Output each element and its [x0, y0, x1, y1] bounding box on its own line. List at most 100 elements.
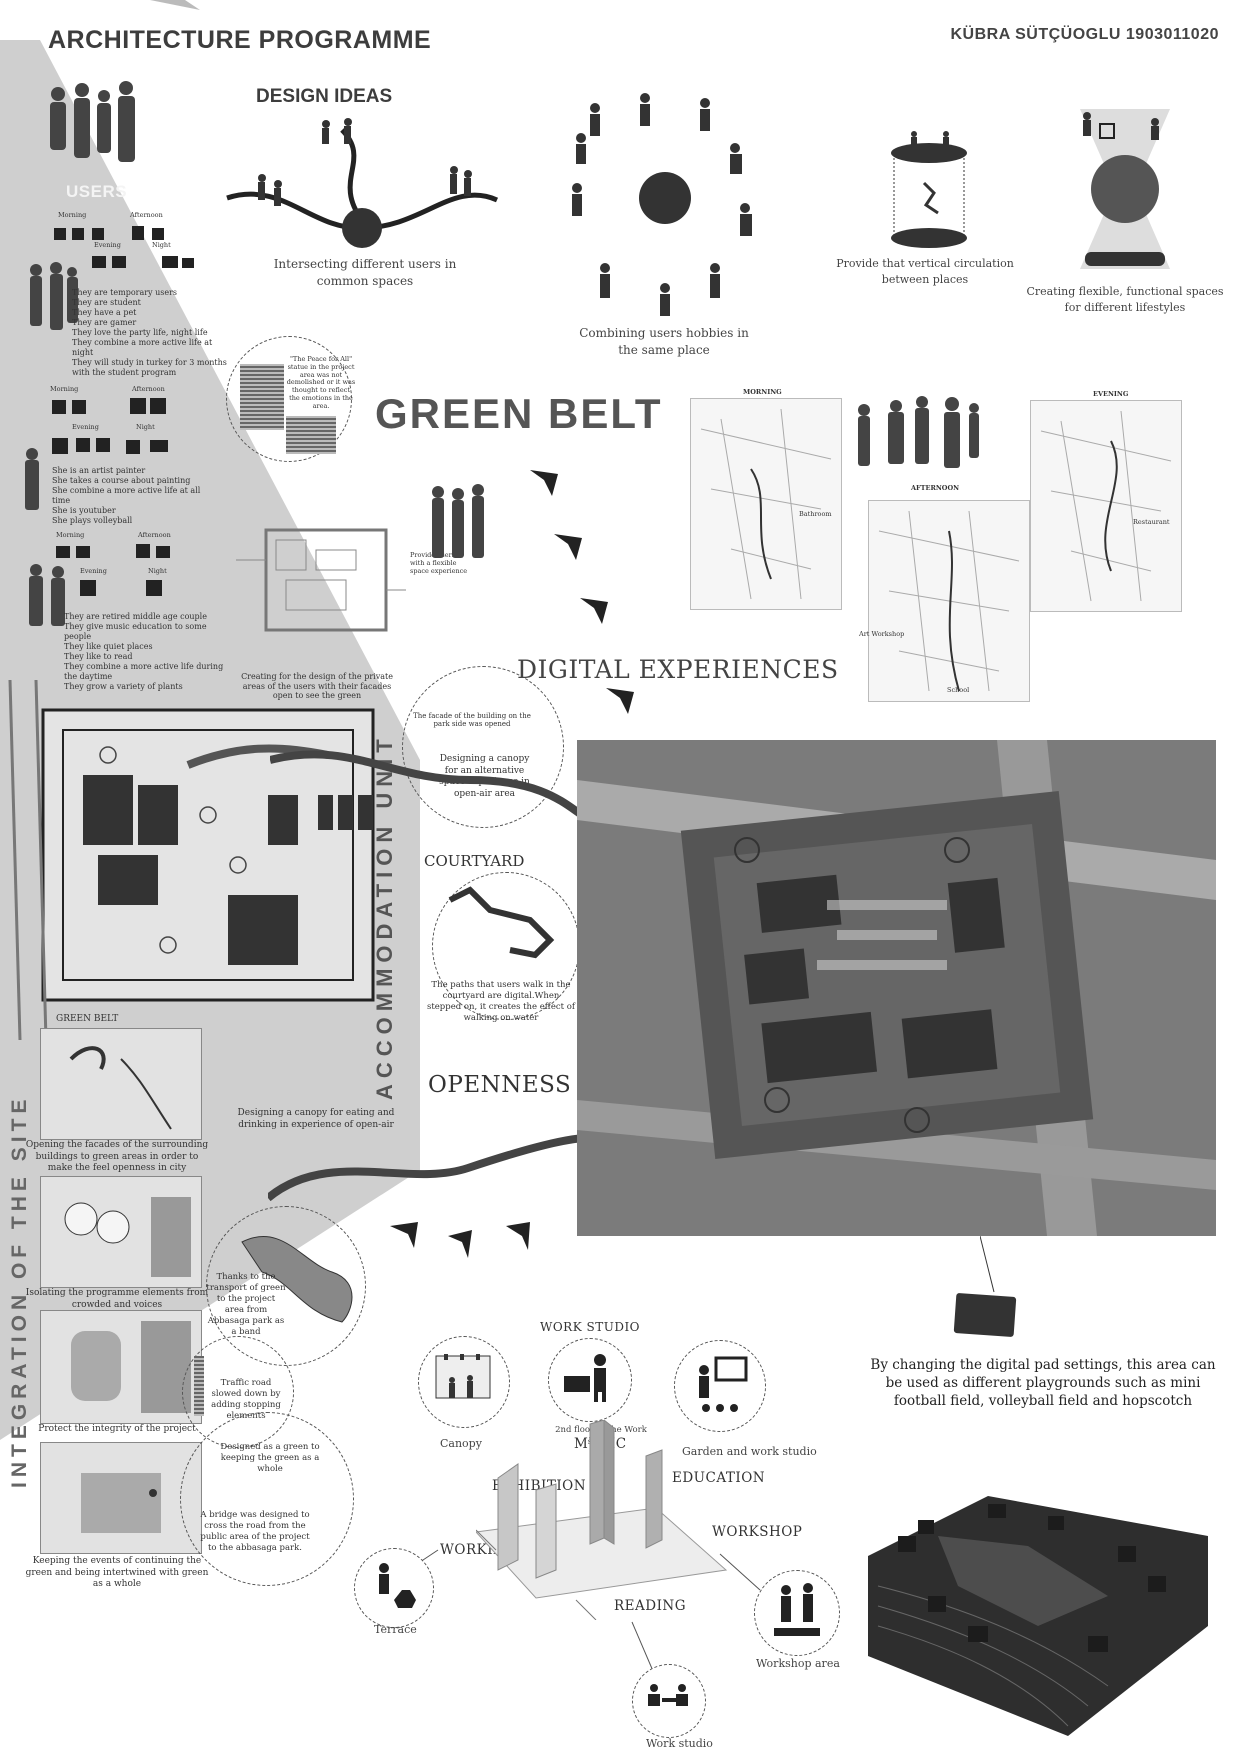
terrace-icon-circle	[354, 1548, 434, 1628]
digital-pad-icon	[953, 1293, 1017, 1337]
green-transport-note: Thanks to the transport of green to the …	[206, 1272, 286, 1338]
users-group1-description: They are temporary users They are studen…	[72, 288, 227, 377]
work-studio-label: Work studio	[646, 1737, 713, 1750]
morning-map-title: MORNING	[743, 388, 782, 396]
afternoon-route-map: AFTERNOON Art Workshop School	[859, 484, 1030, 702]
group3-silhouettes-icon	[29, 564, 65, 626]
design-ideas-heading: DESIGN IDEAS	[256, 86, 393, 107]
time-afternoon: Afternoon	[132, 385, 165, 393]
road-lines	[8, 680, 48, 1040]
flexible-spaces-diagram	[1080, 109, 1170, 269]
digital-courtyard-map	[577, 740, 1216, 1236]
site-step-2-caption: Isolating the programme elements from cr…	[25, 1288, 209, 1310]
activities-icons-1	[54, 226, 194, 268]
3d-site-model	[868, 1496, 1208, 1736]
digital-experiences-heading: DIGITAL EXPERIENCES	[517, 655, 839, 684]
piano-icon	[564, 1354, 606, 1402]
statue-photo-2	[286, 416, 336, 454]
canopy-eating-note: Designing a canopy for eating and drinki…	[237, 1108, 395, 1130]
label-restaurant: Restaurant	[1133, 518, 1170, 526]
water-path-upper	[270, 750, 590, 824]
idea-hobbies-caption: Combining users hobbies in the same plac…	[579, 326, 749, 358]
site-step-1-caption: Opening the facades of the surrounding b…	[25, 1140, 209, 1174]
site-step-1-map	[40, 1028, 202, 1140]
evening-route-map: EVENING Restaurant	[1030, 390, 1182, 612]
label-art-workshop: Art Workshop	[859, 630, 905, 638]
chevron-arrows-icon	[530, 470, 634, 714]
garden-work-label: Garden and work studio	[682, 1445, 817, 1458]
traffic-hatch	[194, 1356, 204, 1416]
hobbies-ring-diagram	[572, 93, 752, 316]
workshop-area-label: Workshop area	[756, 1657, 840, 1670]
time-night: Night	[148, 567, 167, 575]
accommodation-site-sketch	[236, 528, 406, 632]
painting-workshop-icon	[774, 1583, 820, 1636]
site-step-2-map	[40, 1176, 202, 1288]
idea-vertical-caption: Provide that vertical circulation betwee…	[836, 257, 1014, 286]
canopy-detail-circle	[402, 666, 564, 828]
facade-opened-note: The facade of the building on the park s…	[413, 712, 531, 729]
evening-map-title: EVENING	[1093, 390, 1129, 398]
afternoon-map-title: AFTERNOON	[911, 484, 960, 492]
bridge-note: A bridge was designed to cross the road …	[200, 1510, 310, 1554]
teaching-icon	[699, 1356, 748, 1412]
statue-note: "The Peace for All" statue in the projec…	[286, 355, 356, 410]
site-plan-drawing	[41, 708, 375, 1002]
programme-connector-lines	[413, 1549, 761, 1679]
green-belt-heading: GREEN BELT	[375, 390, 663, 437]
education-icon-circle	[674, 1340, 766, 1432]
route-silhouettes-icon	[858, 396, 979, 468]
time-afternoon: Afternoon	[138, 531, 171, 539]
users-group2-description: She is an artist painter She takes a cou…	[52, 466, 201, 525]
time-morning: Morning	[56, 531, 85, 539]
courtyard-path-drawing	[448, 886, 555, 959]
vertical-circulation-diagram	[891, 131, 967, 248]
page-title: ARCHITECTURE PROGRAMME	[48, 26, 432, 54]
morning-route-map: MORNING Bathroom	[690, 388, 842, 610]
site-step-4-caption: Keeping the events of continuing the gre…	[25, 1556, 209, 1590]
keep-green-note: Designed as a green to keeping the green…	[220, 1442, 320, 1475]
chevron-arrows-row-icon	[390, 1222, 530, 1258]
time-morning: Morning	[58, 211, 87, 219]
label-bathroom: Bathroom	[799, 510, 832, 518]
users-heading: USERS	[66, 182, 128, 201]
activities-icons-2	[52, 398, 168, 454]
group2-silhouette-icon	[25, 448, 39, 510]
idea-intersecting-caption: Intersecting different users in common s…	[273, 257, 457, 289]
pad-pointer-line	[980, 1236, 995, 1293]
water-path-lower	[268, 1134, 588, 1202]
courtyard-label: COURTYARD	[424, 852, 525, 870]
idea-flexible-caption: Creating flexible, functional spaces for…	[1026, 285, 1224, 314]
time-evening: Evening	[94, 241, 121, 249]
canopy-label: Canopy	[440, 1437, 482, 1450]
site-step-3-map	[40, 1310, 202, 1424]
openness-label: OPENNESS	[428, 1072, 572, 1098]
green-belt-small-label: GREEN BELT	[56, 1014, 119, 1024]
paths-digital-note: The paths that users walk in the courtya…	[427, 980, 575, 1024]
couple-silhouettes-icon	[432, 484, 484, 558]
time-evening: Evening	[80, 567, 107, 575]
digital-pad-caption: By changing the digital pad settings, th…	[870, 1357, 1216, 1410]
site-step-3-caption: Protect the integrity of the project	[38, 1424, 196, 1434]
work-studio-icon	[648, 1684, 688, 1706]
reading-label: READING	[614, 1598, 687, 1614]
users-group3-description: They are retired middle age couple They …	[64, 612, 224, 691]
time-night: Night	[136, 423, 155, 431]
activities-icons-3	[56, 544, 170, 596]
site-step-4-map	[40, 1442, 202, 1554]
workshop-icon-circle	[754, 1570, 840, 1656]
intersecting-users-diagram	[226, 118, 499, 248]
workshop-label: WORKSHOP	[712, 1524, 803, 1540]
time-afternoon: Afternoon	[130, 211, 163, 219]
time-morning: Morning	[50, 385, 79, 393]
terrace-pet-icon	[379, 1563, 416, 1608]
label-school: School	[947, 686, 970, 694]
terrace-label: Terrace	[374, 1623, 417, 1636]
bridge-detail-circle	[180, 1412, 354, 1586]
statue-photo	[240, 364, 284, 430]
author-label: KÜBRA SÜTÇÜOGLU 1903011020	[950, 26, 1219, 43]
statue-detail-circle	[226, 336, 352, 462]
group1-silhouettes-icon	[30, 262, 78, 330]
users-silhouettes-icon	[50, 81, 135, 162]
programme-massing-diagram	[476, 1420, 728, 1620]
